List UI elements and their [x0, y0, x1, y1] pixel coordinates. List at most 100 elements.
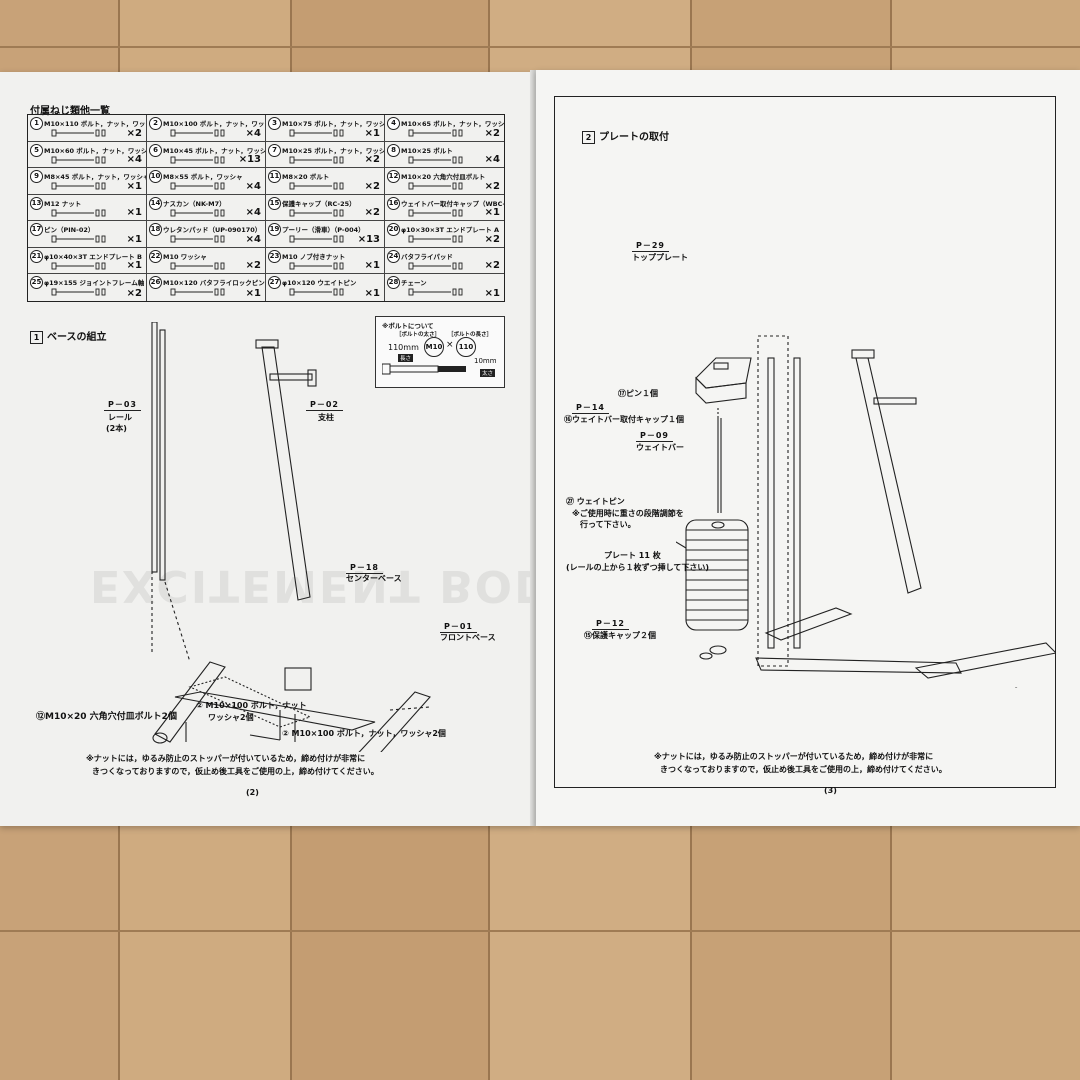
- bolt-times: ×: [446, 340, 454, 350]
- part-number: 26: [149, 276, 162, 290]
- part-quantity: ×2: [364, 180, 380, 192]
- part-number: 18: [149, 223, 162, 237]
- part-quantity: ×4: [245, 180, 261, 192]
- part-illustration: [408, 156, 463, 164]
- part-name: M10×45 ボルト，ナット，ワッシャ: [163, 146, 266, 155]
- part-name: M12 ナット: [44, 199, 82, 208]
- part-quantity: ×2: [484, 180, 500, 192]
- part-quantity: ×2: [245, 260, 261, 272]
- part-illustration: [170, 262, 225, 270]
- part-name: ウェイトバー取付キャップ（WBC-01）: [401, 199, 504, 208]
- part-name: ウレタンパッド（UP-090170）: [163, 226, 262, 235]
- part-name: 保護キャップ（RC-25）: [282, 199, 356, 208]
- part-quantity: ×2: [364, 154, 380, 166]
- section-number: 2: [582, 131, 595, 144]
- part-name: M10×120 バタフライロックピン: [163, 279, 265, 288]
- part-pin-callout: ⑰ピン１個: [618, 389, 658, 398]
- part-name-protect-cap: ⑮保護キャップ２個: [584, 631, 656, 640]
- part-number: 8: [387, 143, 400, 157]
- part-number: 15: [268, 196, 281, 210]
- part-name: M8×55 ボルト，ワッシャ: [163, 173, 243, 182]
- part-name: M10 ワッシャ: [163, 252, 207, 261]
- part-quantity: ×1: [126, 260, 142, 272]
- part-name-top-plate: トッププレート: [632, 253, 688, 262]
- part-number: 19: [268, 223, 281, 237]
- part-name-weight-bar-cap: ⑯ウェイトバー取付キャップ１個: [564, 415, 684, 424]
- part-quantity: ×4: [245, 233, 261, 245]
- bolt-length-size: 110: [456, 337, 476, 357]
- part-quantity: ×1: [126, 180, 142, 192]
- part-quantity: ×1: [126, 233, 142, 245]
- part-quantity: ×2: [484, 260, 500, 272]
- part-number: 3: [268, 117, 281, 130]
- part-number: 17: [30, 223, 43, 237]
- part-number: 27: [268, 276, 281, 290]
- part-illustration: [289, 235, 344, 243]
- callout-bolt-2a-line2: ワッシャ2個: [208, 713, 254, 722]
- part-quantity: ×1: [126, 207, 142, 219]
- part-quantity: ×1: [364, 260, 380, 272]
- page-number-right: (3): [824, 786, 837, 795]
- part-number: 5: [30, 143, 43, 157]
- part-code-p29: P－29: [632, 240, 669, 252]
- part-number: 24: [387, 249, 400, 263]
- part-name: ピン（PIN-02）: [44, 226, 95, 235]
- bolt-thread-label: ［ボルトの太さ］: [396, 332, 441, 338]
- part-name-weight-bar: ウェイトバー: [636, 443, 684, 452]
- part-number: 12: [387, 170, 400, 184]
- page-number-left: (2): [246, 788, 259, 797]
- part-illustration: [408, 129, 463, 137]
- part-name: M10 ノブ付きナット: [282, 252, 346, 261]
- part-name-center-base: センターベース: [346, 574, 402, 583]
- nut-note-line1: ※ナットには，ゆるみ防止のストッパーが付いているため，締め付けが非常に: [654, 752, 934, 761]
- part-quantity: ×4: [484, 154, 500, 166]
- part-name: φ10×40×3T エンドプレート B: [44, 252, 143, 261]
- part-illustration: [51, 129, 106, 137]
- part-illustration: [170, 288, 225, 296]
- bolt-length-tag: 長さ: [398, 354, 414, 362]
- part-quantity: ×2: [126, 287, 142, 299]
- part-illustration: [289, 288, 344, 296]
- part-number: 11: [268, 170, 281, 184]
- part-illustration: [51, 182, 106, 190]
- bolt-thickness-value: 10mm: [474, 357, 497, 365]
- part-rail-count: (2本): [106, 424, 127, 433]
- part-code-p02: P－02: [306, 399, 343, 411]
- part-quantity: ×1: [364, 127, 380, 139]
- part-quantity: ×2: [364, 207, 380, 219]
- part-illustration: [408, 262, 463, 270]
- part-name: M8×45 ボルト，ナット，ワッシャ: [44, 173, 147, 182]
- part-name-front-base: フロントベース: [440, 633, 496, 642]
- part-number: 16: [387, 196, 400, 210]
- part-number: 13: [30, 196, 43, 210]
- part-number: 28: [387, 276, 400, 290]
- part-quantity: ×1: [484, 207, 500, 219]
- base-assembly-drawing: [151, 322, 431, 752]
- nut-note-line2: きつくなっておりますので，仮止め後工具をご使用の上，締め付けてください。: [660, 765, 947, 774]
- part-number: 6: [149, 143, 162, 157]
- part-illustration: [408, 235, 463, 243]
- part-quantity: ×2: [484, 127, 500, 139]
- part-name: チェーン: [401, 279, 427, 288]
- part-illustration: [170, 235, 225, 243]
- parts-table-cell: 16ウェイトバー取付キャップ（WBC-01）×1: [385, 195, 504, 222]
- part-code-p14: P－14: [572, 402, 609, 414]
- part-number: 22: [149, 249, 162, 263]
- part-illustration: [170, 182, 225, 190]
